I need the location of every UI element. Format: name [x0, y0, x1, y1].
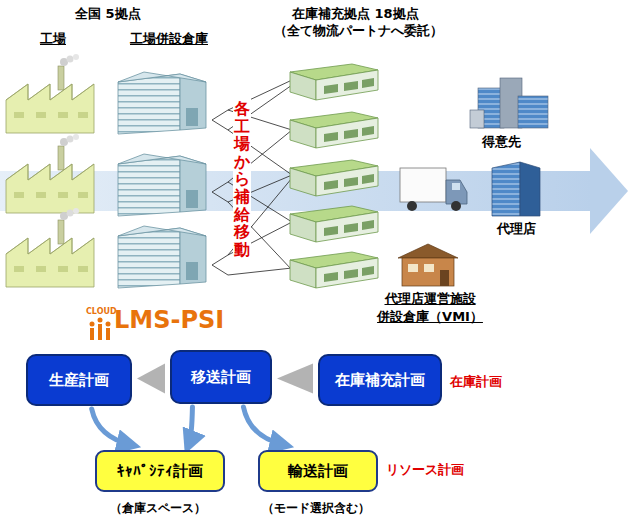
truck-icon — [400, 168, 467, 211]
factory-row — [6, 208, 94, 287]
vmi-warehouse-icon — [398, 244, 458, 258]
logo-people-icon — [98, 318, 103, 323]
factory-row — [6, 54, 94, 133]
flow-band — [590, 148, 628, 234]
depot-column — [290, 206, 378, 242]
warehouse-row — [118, 154, 206, 216]
box-text: 移送計画 — [191, 368, 251, 387]
truck-icon — [407, 201, 417, 211]
supply-lines — [212, 182, 228, 202]
vmi-warehouse-icon — [398, 244, 458, 286]
dependency-arrow — [189, 407, 193, 445]
plan-box: 移送計画 — [170, 350, 272, 404]
agency-building-icon — [492, 162, 540, 216]
customer-buildings-icon — [470, 110, 484, 128]
text-label: 全国 5拠点 — [75, 5, 141, 23]
customer-buildings-icon — [470, 78, 548, 128]
box-text: 在庫補充計画 — [335, 371, 425, 390]
text-label: LMS-PSI — [114, 306, 224, 334]
customer-buildings-icon — [518, 96, 548, 128]
text-label: 工場併設倉庫 — [130, 30, 208, 48]
plan-box: 輸送計画 — [258, 450, 378, 492]
agency-building-icon — [520, 162, 540, 216]
text-label: 工場 — [40, 30, 66, 48]
flow-arrow — [277, 364, 313, 394]
flow-arrow — [137, 364, 165, 394]
box-text: 生産計画 — [49, 371, 109, 390]
text-label: 代理店 — [497, 220, 536, 238]
text-label: 代理店運営施設 併設倉庫（VMI） — [370, 290, 490, 325]
text-label: 得意先 — [482, 133, 521, 151]
factory-row — [6, 134, 94, 213]
box-text: ｷｬﾊﾟｼﾃｨ計画 — [117, 462, 203, 481]
text-label: （全て物流パートナへ委託） — [274, 22, 443, 40]
depot-column — [290, 64, 378, 288]
warehouse-row — [118, 72, 206, 288]
truck-icon — [446, 180, 467, 204]
supply-lines — [212, 255, 228, 275]
text-label: CLOUD — [86, 307, 117, 316]
warehouse-row — [118, 72, 206, 134]
supply-lines — [228, 80, 292, 275]
truck-icon — [400, 168, 446, 202]
truck-icon — [451, 201, 461, 211]
logo-people-icon — [106, 328, 110, 340]
supply-lines — [212, 80, 292, 275]
depot-column — [290, 160, 378, 196]
agency-building-icon — [492, 162, 520, 216]
text-label: 在庫計画 — [450, 373, 502, 391]
plan-box: ｷｬﾊﾟｼﾃｨ計画 — [95, 450, 225, 492]
dependency-arrow — [92, 409, 132, 445]
logo-people-icon — [106, 322, 111, 327]
vmi-warehouse-icon — [440, 270, 449, 286]
text-label: 在庫補充拠点 18拠点 — [292, 5, 419, 23]
factory-row — [6, 54, 94, 287]
warehouse-row — [118, 226, 206, 288]
logo-people-icon — [98, 324, 102, 340]
depot-column — [290, 64, 378, 100]
logo-people-icon — [90, 318, 111, 341]
text-label: （モード選択含む） — [262, 500, 370, 517]
vertical-note: 各工場から補給移動 — [233, 98, 251, 260]
logo-people-icon — [90, 322, 95, 327]
supply-lines — [212, 110, 228, 130]
text-label: リソース計画 — [386, 461, 464, 479]
truck-icon — [452, 183, 460, 190]
depot-column — [290, 112, 378, 148]
dependency-arrow — [243, 407, 284, 445]
vmi-warehouse-icon — [424, 264, 434, 272]
plan-box: 生産計画 — [26, 354, 132, 406]
vmi-warehouse-icon — [402, 258, 454, 286]
text-label: （倉庫スペース） — [110, 500, 206, 517]
box-text: 輸送計画 — [288, 462, 348, 481]
plan-box: 在庫補充計画 — [318, 354, 442, 406]
logo-people-icon — [90, 328, 94, 340]
depot-column — [290, 252, 378, 288]
vmi-warehouse-icon — [408, 264, 418, 272]
